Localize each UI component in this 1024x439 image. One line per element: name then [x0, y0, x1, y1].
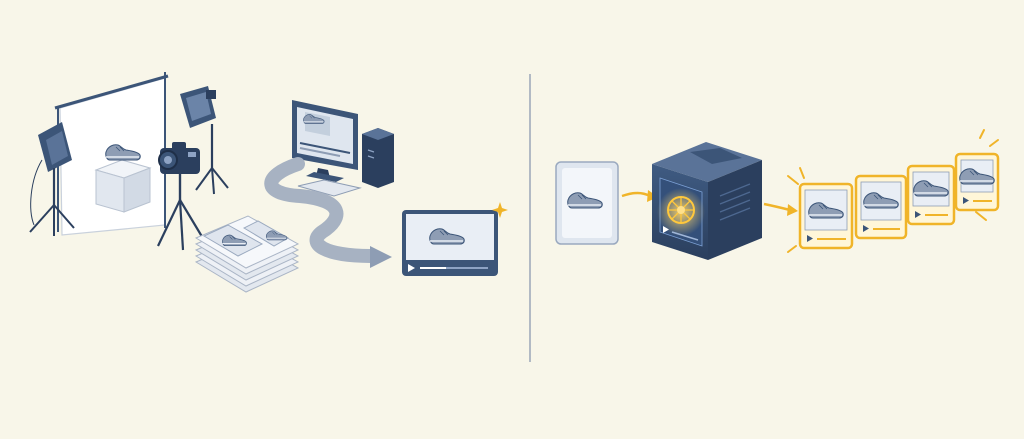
product-photo-card [555, 161, 619, 245]
generated-video-1 [798, 182, 854, 250]
generated-video-3 [906, 164, 956, 226]
sparkle-icon [787, 129, 999, 253]
play-icon [863, 225, 869, 232]
generated-video-2 [854, 174, 908, 240]
softbox-light-icon [180, 86, 229, 195]
product-pedestal [94, 143, 152, 213]
play-icon [807, 235, 813, 242]
traditional-workflow-panel [29, 72, 508, 293]
generated-video-4 [954, 152, 1000, 212]
ai-workflow-panel [555, 129, 1000, 260]
generated-video-variations [798, 152, 1000, 250]
photo-prints-stack [194, 215, 300, 293]
play-icon [663, 226, 669, 233]
flow-arrow-to-video [264, 157, 392, 268]
brain-chip-icon [667, 196, 695, 224]
sparkle-icon [492, 202, 508, 218]
softbox-light-left [29, 122, 75, 236]
arrow-to-outputs [763, 202, 798, 216]
play-icon [408, 264, 415, 272]
play-icon [963, 197, 969, 204]
finished-video-card [402, 202, 508, 276]
ai-processor-box [652, 142, 762, 260]
editing-workstation [292, 100, 394, 197]
play-icon [915, 211, 921, 218]
monitor-icon [292, 100, 358, 182]
camera-icon [157, 142, 205, 251]
